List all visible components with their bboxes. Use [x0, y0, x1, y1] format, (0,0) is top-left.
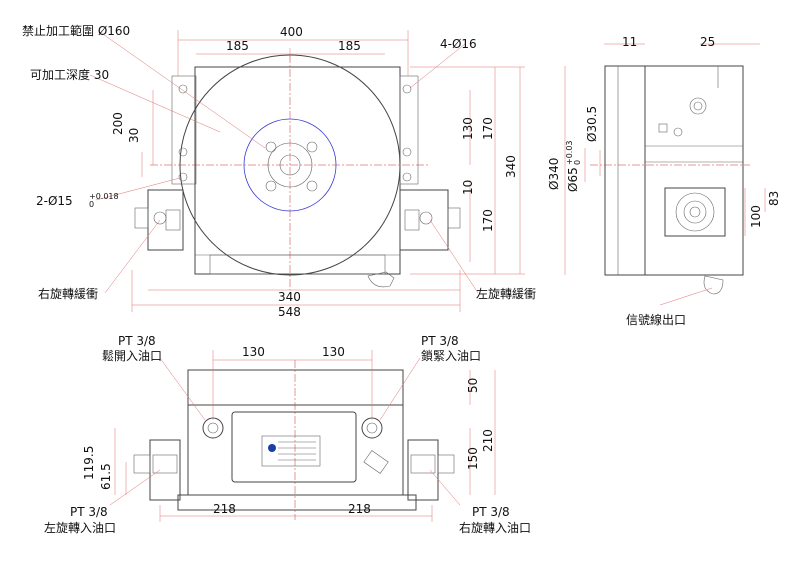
front-right-valve	[407, 439, 455, 501]
right-port-label: 右旋轉入油口	[459, 520, 531, 535]
dia-30-5: Ø30.5	[585, 106, 599, 142]
dim-400: 400	[280, 25, 303, 39]
dia-65-tol-lower: 0	[573, 160, 582, 165]
dim-61-5: 61.5	[99, 463, 113, 490]
left-buffer-unit	[134, 189, 184, 251]
dim-340-horizontal: 340	[278, 290, 301, 304]
left-port-label: 左旋轉入油口	[44, 520, 116, 535]
right-port-spec: PT 3/8	[472, 505, 510, 519]
dim-218-right: 218	[348, 502, 371, 516]
dim-83: 83	[767, 191, 781, 206]
left-port-spec: PT 3/8	[70, 505, 108, 519]
dim-340-vertical: 340	[504, 155, 518, 178]
clamp-port-label: 鎖緊入油口	[421, 348, 481, 363]
clamp-port	[361, 417, 383, 439]
front-left-valve	[133, 439, 181, 501]
dim-210: 210	[481, 429, 495, 452]
dim-170-bottom: 170	[481, 209, 495, 232]
side-view: 11 25 Ø340 Ø65 +0.03 0 Ø30.5 83 100 信號線出…	[547, 35, 781, 327]
dim-100: 100	[749, 205, 763, 228]
bolt-hole	[306, 141, 318, 153]
dim-30: 30	[127, 128, 141, 143]
dim-548: 548	[278, 305, 301, 319]
holes-label: 4-Ø16	[440, 37, 477, 51]
hole-tol-lower: 0	[89, 200, 94, 209]
dim-185-right: 185	[338, 39, 361, 53]
nameplate	[231, 411, 357, 483]
bolt-hole	[265, 180, 277, 192]
signal-connector	[664, 187, 726, 237]
dia-340: Ø340	[547, 158, 561, 190]
bolt-hole	[265, 141, 277, 153]
dia-65-tol-upper: +0.03	[565, 140, 574, 165]
hole-tol-upper: +0.018	[89, 192, 119, 201]
dim-119-5: 119.5	[82, 446, 96, 480]
dim-200: 200	[111, 112, 125, 135]
machinable-depth-label: 可加工深度 30	[30, 67, 109, 82]
dim-130-left: 130	[242, 345, 265, 359]
dim-150: 150	[466, 447, 480, 470]
front-view: PT 3/8 鬆開入油口 PT 3/8 鎖緊入油口 130 130 50 150…	[44, 334, 531, 535]
unclamp-port	[202, 417, 224, 439]
dim-185-left: 185	[226, 39, 249, 53]
dim-170-top: 170	[481, 117, 495, 140]
signal-outlet-label: 信號線出口	[626, 312, 686, 327]
forbidden-area-label: 禁止加工範圍 Ø160	[22, 23, 130, 38]
dim-25: 25	[700, 35, 715, 49]
unclamp-port-label: 鬆開入油口	[102, 348, 162, 363]
unclamp-port-spec: PT 3/8	[118, 334, 156, 348]
dim-50: 50	[466, 378, 480, 393]
top-view: 禁止加工範圍 Ø160 可加工深度 30 400 185 185 4-Ø16 2…	[22, 23, 536, 319]
dim-10: 10	[461, 180, 475, 195]
dia-65: Ø65	[566, 167, 580, 192]
dim-130: 130	[461, 117, 475, 140]
right-buffer-label: 右旋轉緩衝	[38, 286, 98, 301]
left-buffer-label: 左旋轉緩衝	[476, 286, 536, 301]
dim-130-right: 130	[322, 345, 345, 359]
dim-218-left: 218	[213, 502, 236, 516]
clamp-port-spec: PT 3/8	[421, 334, 459, 348]
bolt-hole	[306, 180, 318, 192]
hole-tolerance-label: 2-Ø15	[36, 194, 73, 208]
right-buffer-unit	[399, 189, 461, 251]
dim-11: 11	[622, 35, 637, 49]
